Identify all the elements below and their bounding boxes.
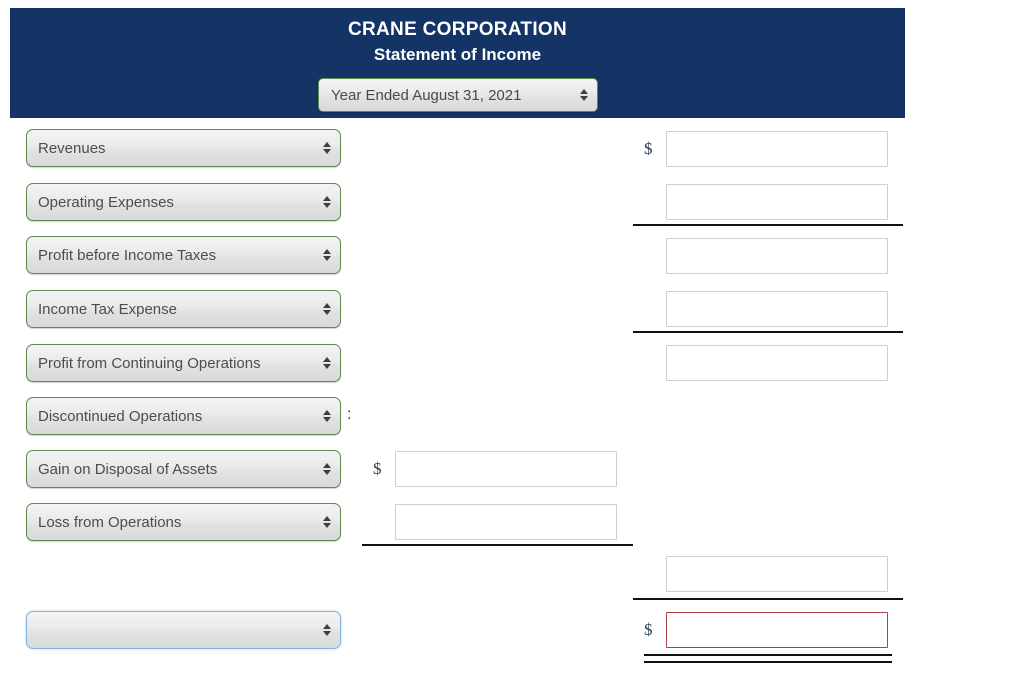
- chevron-updown-icon[interactable]: [322, 406, 331, 426]
- chevron-updown-icon[interactable]: [322, 192, 331, 212]
- account-select-profit-before-income-taxes[interactable]: Profit before Income Taxes: [26, 236, 341, 274]
- account-select-revenues[interactable]: Revenues: [26, 129, 341, 167]
- amount-input-revenues[interactable]: [666, 131, 888, 167]
- total-double-rule: [644, 654, 892, 663]
- subtotal-rule-4: [633, 598, 903, 600]
- amount-input-profit-continuing-operations[interactable]: [666, 345, 888, 381]
- chevron-updown-icon[interactable]: [322, 459, 331, 479]
- chevron-updown-icon[interactable]: [322, 620, 331, 640]
- account-select-loss-from-operations[interactable]: Loss from Operations: [26, 503, 341, 541]
- chevron-updown-icon[interactable]: [322, 353, 331, 373]
- dollar-sign: $: [644, 620, 653, 639]
- amount-input-gain-on-disposal[interactable]: [395, 451, 617, 487]
- account-select-gain-on-disposal[interactable]: Gain on Disposal of Assets: [26, 450, 341, 488]
- subtotal-rule-3: [362, 544, 633, 546]
- account-select-operating-expenses[interactable]: Operating Expenses: [26, 183, 341, 221]
- amount-input-operating-expenses[interactable]: [666, 184, 888, 220]
- chevron-updown-icon[interactable]: [322, 138, 331, 158]
- chevron-updown-icon[interactable]: [579, 85, 588, 105]
- account-select-label: Income Tax Expense: [38, 300, 177, 318]
- account-select-label: Profit from Continuing Operations: [38, 354, 261, 372]
- account-select-label: Revenues: [38, 139, 106, 157]
- chevron-updown-icon[interactable]: [322, 245, 331, 265]
- subtotal-rule-2: [633, 331, 903, 333]
- account-select-profit-continuing-operations[interactable]: Profit from Continuing Operations: [26, 344, 341, 382]
- account-select-label: Gain on Disposal of Assets: [38, 460, 218, 478]
- period-select-label: Year Ended August 31, 2021: [331, 86, 522, 104]
- statement-title: Statement of Income: [373, 45, 542, 64]
- dollar-sign: $: [644, 139, 653, 158]
- amount-input-discontinued-operations-subtotal[interactable]: [666, 556, 888, 592]
- account-select-discontinued-operations[interactable]: Discontinued Operations: [26, 397, 341, 435]
- account-select-label: Operating Expenses: [38, 193, 174, 211]
- amount-input-profit-before-income-taxes[interactable]: [666, 238, 888, 274]
- amount-input-net-profit[interactable]: [666, 612, 888, 648]
- amount-input-loss-from-operations[interactable]: [395, 504, 617, 540]
- colon-separator: :: [347, 406, 352, 423]
- account-select-income-tax-expense[interactable]: Income Tax Expense: [26, 290, 341, 328]
- account-select-label: Discontinued Operations: [38, 407, 203, 425]
- account-select-label: Loss from Operations: [38, 513, 182, 531]
- chevron-updown-icon[interactable]: [322, 299, 331, 319]
- amount-input-income-tax-expense[interactable]: [666, 291, 888, 327]
- dollar-sign: $: [373, 459, 382, 478]
- chevron-updown-icon[interactable]: [322, 512, 331, 532]
- period-select[interactable]: Year Ended August 31, 2021: [318, 78, 598, 112]
- account-select-label: Profit before Income Taxes: [38, 246, 217, 264]
- account-select-net-profit[interactable]: [26, 611, 341, 649]
- subtotal-rule-1: [633, 224, 903, 226]
- company-name: CRANE CORPORATION: [347, 19, 568, 40]
